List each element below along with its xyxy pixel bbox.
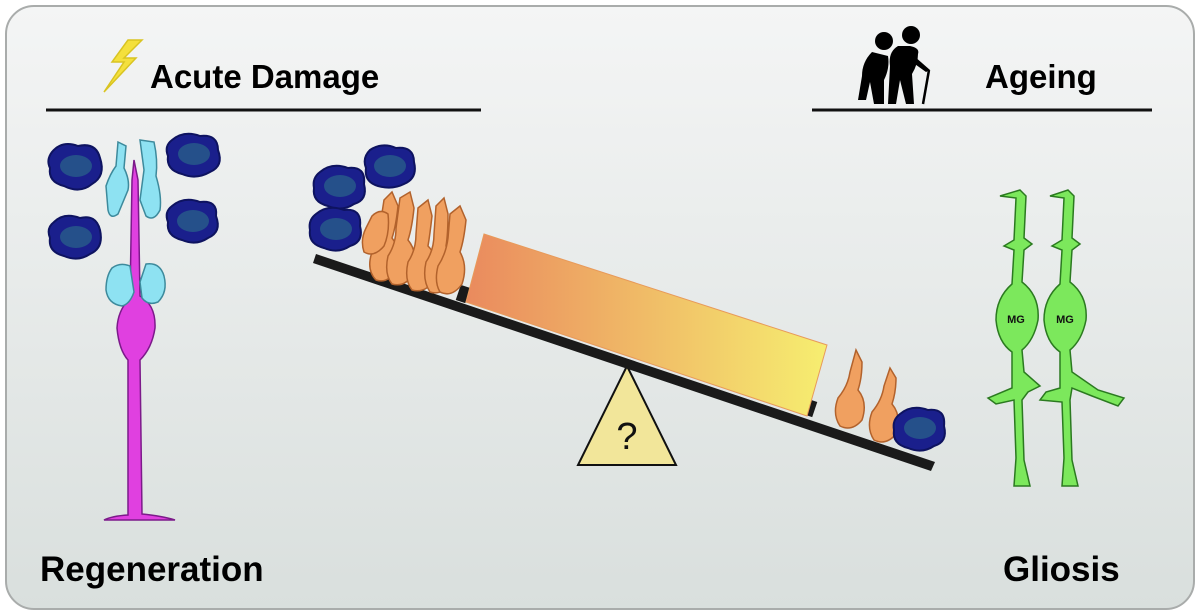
fulcrum-question-mark: ? [616,416,637,458]
balance-scale: ? [313,233,935,471]
regeneration-label: Regeneration [40,550,264,589]
progenitor-cells [105,139,166,307]
muller-glia-regenerating [103,159,176,521]
microglia-cluster-left [47,132,221,260]
microglia-beam-right [892,406,946,452]
ageing-heading: Ageing [985,58,1097,95]
photoreceptor-cluster-left [361,190,467,295]
microglia-cluster-beam-left [308,144,416,252]
muller-glia-label-1: MG [1007,314,1025,326]
muller-glia-label-2: MG [1056,314,1074,326]
gliotic-muller-glia [986,189,1126,487]
balance-plank [313,254,935,471]
fulcrum [576,363,678,466]
acute-damage-heading: Acute Damage [150,58,380,95]
gliosis-label: Gliosis [1003,550,1120,589]
photoreceptor-cluster-right [834,347,899,443]
balance-weight-block [465,233,828,417]
